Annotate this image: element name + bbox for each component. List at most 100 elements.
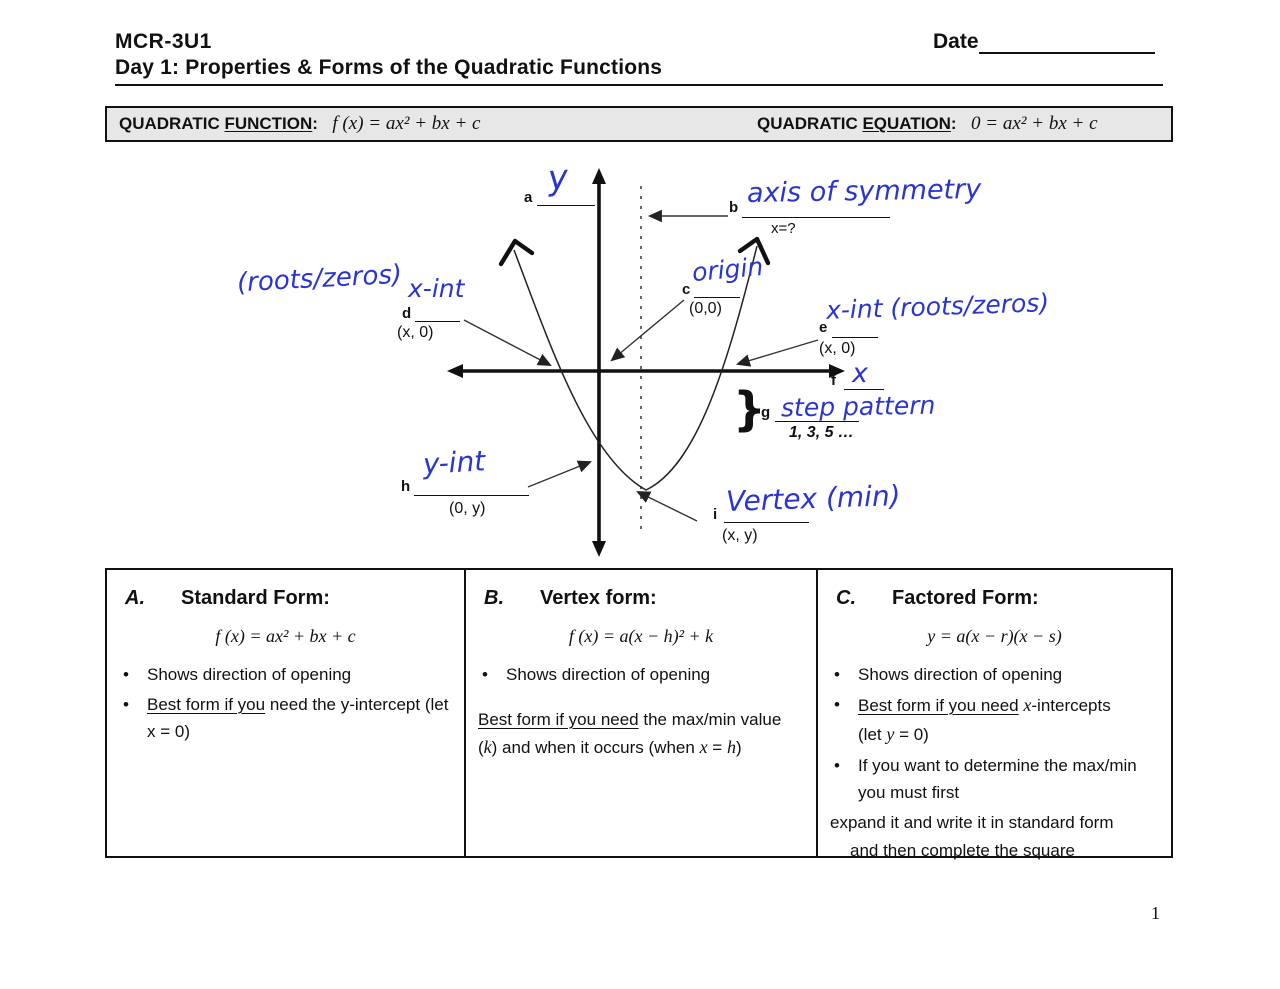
factored-form-line-4: expand it and write it in standard form [830, 812, 1114, 832]
var-x: x [699, 737, 708, 758]
function-label-colon: : [312, 114, 318, 133]
label-d-subtext: (x, 0) [397, 324, 434, 341]
paragraph-text: the max/min value ( [478, 709, 782, 758]
label-i-underline [724, 522, 809, 523]
vertex-form-heading: B. Vertex form: [484, 582, 804, 614]
bullet-text: (let [858, 724, 887, 744]
equation-label-word: EQUATION [862, 114, 951, 133]
label-g-subtext: 1, 3, 5 … [789, 424, 854, 441]
arrow-e-to-right-x-intercept [735, 339, 819, 367]
label-c-subtext: (0,0) [689, 300, 722, 317]
factored-form-bullet-3: • If you want to determine the max/min y… [830, 752, 1159, 806]
page-title: Day 1: Properties & Forms of the Quadrat… [115, 56, 1163, 86]
vertex-form-column: B. Vertex form: f (x) = a(x − h)² + k • … [464, 570, 816, 856]
definition-box: QUADRATIC FUNCTION: f (x) = ax² + bx + c… [105, 106, 1173, 142]
equation-formula: 0 = ax² + bx + c [971, 113, 1098, 134]
label-a-underline [537, 205, 595, 206]
label-h-answer: y-int [422, 444, 487, 481]
label-e-letter: e [819, 319, 828, 336]
function-formula: f (x) = ax² + bx + c [332, 113, 481, 134]
y-axis-top-arrowhead [592, 168, 606, 184]
factored-form-bullet-1: • Shows direction of opening [830, 661, 1159, 688]
arrow-c-to-origin [610, 299, 685, 362]
date-label: Date [933, 30, 979, 53]
label-c-letter: c [682, 281, 691, 298]
bullet-dot: • [482, 664, 488, 684]
label-g-answer: step pattern [780, 390, 936, 423]
label-b-letter: b [729, 199, 739, 216]
standard-form-heading: A. Standard Form: [125, 582, 452, 614]
paragraph-text: = [707, 738, 727, 758]
label-h-subtext: (0, y) [449, 500, 486, 517]
label-g-letter: g [761, 404, 771, 421]
label-f-letter: f [831, 372, 836, 389]
factored-form-heading: C. Factored Form: [836, 582, 1159, 614]
quadratic-equation-definition: QUADRATIC EQUATION: 0 = ax² + bx + c [757, 113, 1098, 135]
label-d-answer-prefix: (roots/zeros) [236, 259, 403, 299]
label-i-subtext: (x, y) [722, 527, 758, 544]
y-axis-bottom-arrowhead [592, 541, 606, 557]
arrow-i-to-vertex [636, 491, 698, 522]
bullet-dot: • [834, 694, 840, 714]
label-e-answer: x-int (roots/zeros) [825, 288, 1050, 325]
arrow-d-to-left-x-intercept [463, 319, 552, 366]
underlined-phrase: Best form if you need [858, 695, 1019, 715]
vertex-form-title: Vertex form: [540, 587, 657, 609]
standard-form-bullet-1: • Shows direction of opening [119, 661, 452, 688]
standard-form-title: Standard Form: [181, 587, 330, 609]
forms-table: A. Standard Form: f (x) = ax² + bx + c •… [105, 568, 1173, 860]
page-number: 1 [1151, 903, 1160, 923]
label-e-subtext: (x, 0) [819, 340, 856, 357]
section-letter-c: C. [836, 587, 856, 609]
label-i-letter: i [713, 506, 718, 523]
label-b-underline [742, 217, 890, 218]
function-label-prefix: QUADRATIC [119, 114, 225, 133]
label-f-underline [844, 389, 884, 390]
equation-label-colon: : [950, 114, 957, 133]
bullet-dot: • [123, 664, 129, 684]
paragraph-text: ) and when it occurs (when [491, 738, 700, 758]
bullet-text: need the y-intercept (let x = 0) [147, 694, 449, 742]
date-blank-line [978, 30, 1155, 54]
var-x: x [1023, 694, 1032, 715]
x-axis-left-arrowhead [447, 364, 463, 378]
vertex-form-paragraph: Best form if you need the max/min value … [478, 706, 804, 762]
bullet-text: = 0) [894, 724, 929, 744]
label-b-answer: axis of symmetry [746, 173, 982, 210]
label-d-answer: x-int [408, 274, 465, 303]
factored-form-bullet-2: • Best form if you need x-intercepts (le… [830, 691, 1159, 749]
label-g-underline [775, 421, 859, 422]
date-field: Date [933, 30, 1155, 54]
label-c-answer: origin [690, 251, 765, 288]
equation-label-prefix: QUADRATIC [757, 114, 863, 133]
label-d-letter: d [402, 305, 412, 322]
standard-form-column: A. Standard Form: f (x) = ax² + bx + c •… [107, 570, 464, 856]
bullet-dot: • [834, 755, 840, 775]
bullet-dot: • [123, 694, 129, 714]
paragraph-text: ) [735, 738, 742, 758]
label-i-answer: Vertex (min) [725, 478, 902, 519]
label-d-underline [415, 321, 460, 322]
quadratic-function-definition: QUADRATIC FUNCTION: f (x) = ax² + bx + c [119, 113, 480, 135]
arrow-h-to-y-intercept [527, 460, 592, 488]
label-h-letter: h [401, 478, 411, 495]
underlined-phrase: Best form if you need [478, 709, 639, 729]
label-a-letter: a [524, 189, 533, 206]
label-a-answer: y [546, 157, 570, 199]
label-c-underline [694, 297, 740, 298]
course-code: MCR-3U1 [115, 30, 212, 53]
label-f-answer: x [852, 358, 868, 389]
vertex-form-formula: f (x) = a(x − h)² + k [568, 626, 714, 646]
vertex-form-bullet-1: • Shows direction of opening [478, 661, 804, 688]
label-e-underline [832, 337, 878, 338]
factored-form-column: C. Factored Form: y = a(x − r)(x − s) • … [816, 570, 1171, 860]
label-h-underline [414, 495, 529, 496]
bullet-text: -intercepts [1031, 695, 1111, 715]
standard-form-formula: f (x) = ax² + bx + c [215, 626, 356, 646]
factored-form-title: Factored Form: [892, 587, 1039, 609]
factored-form-line-5: and then complete the square [850, 841, 1075, 861]
var-y: y [886, 723, 895, 744]
section-letter-b: B. [484, 587, 504, 609]
function-label-word: FUNCTION [224, 114, 313, 133]
var-h: h [726, 737, 736, 758]
